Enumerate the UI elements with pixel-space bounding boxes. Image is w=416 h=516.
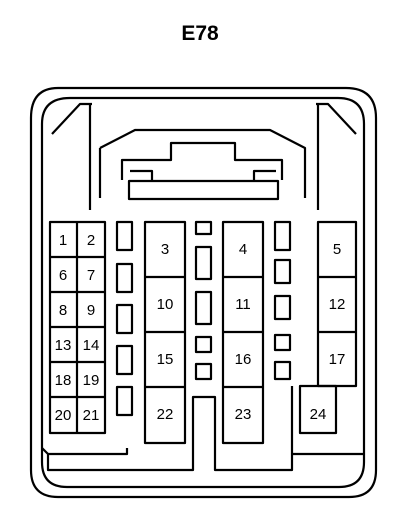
slot-right-3 <box>273 294 292 321</box>
connector-title: E78 <box>181 22 219 45</box>
slot-left-4 <box>115 344 134 376</box>
connector-inner-housing <box>40 96 366 489</box>
terminal-19: 19 <box>83 372 100 389</box>
terminal-20: 20 <box>55 407 72 424</box>
terminal-22: 22 <box>157 406 174 423</box>
slot-left-5 <box>115 385 134 417</box>
slot-right-1 <box>273 220 292 252</box>
terminal-13: 13 <box>55 337 72 354</box>
terminal-16: 16 <box>235 351 252 368</box>
connector-latch-bar <box>127 179 280 201</box>
connector-latch-outline <box>98 128 307 198</box>
slot-mid-5 <box>194 362 213 381</box>
terminal-17: 17 <box>329 351 346 368</box>
terminal-9: 9 <box>87 302 95 319</box>
slot-left-2 <box>115 262 134 294</box>
slot-mid-1 <box>194 220 213 236</box>
terminal-2: 2 <box>87 232 95 249</box>
cavity-block-24 <box>298 384 338 435</box>
slot-right-2 <box>273 258 292 285</box>
latch-left-tab <box>130 169 154 181</box>
housing-left-rib <box>51 102 92 135</box>
connector-outer-housing <box>29 86 378 499</box>
terminal-7: 7 <box>87 267 95 284</box>
terminal-23: 23 <box>235 406 252 423</box>
terminal-6: 6 <box>59 267 67 284</box>
terminal-24: 24 <box>310 406 327 423</box>
terminal-11: 11 <box>235 296 251 313</box>
terminal-4: 4 <box>239 241 247 258</box>
terminal-10: 10 <box>157 296 174 313</box>
terminal-18: 18 <box>55 372 72 389</box>
bottom-key-step-left <box>48 448 129 456</box>
slot-mid-4 <box>194 335 213 354</box>
slot-right-5 <box>273 360 292 381</box>
slot-right-4 <box>273 333 292 352</box>
latch-right-tab <box>252 169 276 181</box>
terminal-1: 1 <box>59 232 67 249</box>
terminal-5: 5 <box>333 241 341 258</box>
housing-right-rib <box>316 102 357 135</box>
terminal-8: 8 <box>59 302 67 319</box>
slot-left-1 <box>115 220 134 252</box>
slot-left-3 <box>115 303 134 335</box>
slot-mid-3 <box>194 290 213 326</box>
terminal-3: 3 <box>161 241 169 258</box>
terminal-21: 21 <box>83 407 100 424</box>
connector-latch-key <box>120 141 284 180</box>
slot-mid-2 <box>194 245 213 281</box>
terminal-14: 14 <box>83 337 100 354</box>
bottom-key-groove <box>41 395 364 472</box>
terminal-15: 15 <box>157 351 174 368</box>
terminal-12: 12 <box>329 296 346 313</box>
